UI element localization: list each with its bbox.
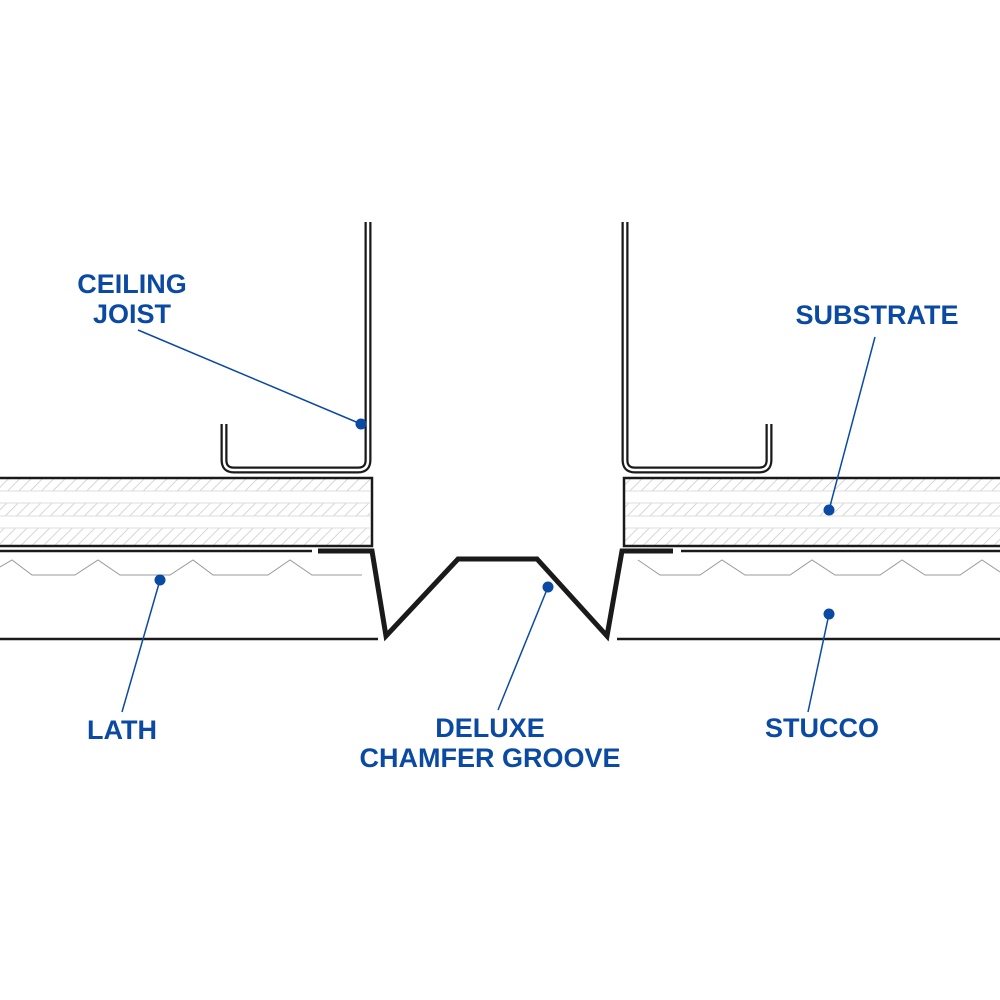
- label-substrate: SUBSTRATE: [795, 300, 959, 330]
- substrate-left: [0, 476, 374, 548]
- label-stucco: STUCCO: [765, 713, 879, 743]
- lath-right: [617, 549, 1000, 641]
- label-line: CEILING: [77, 269, 187, 299]
- substrate-marker: [823, 504, 835, 516]
- label-lath: LATH: [87, 715, 157, 745]
- label-line: JOIST: [92, 299, 172, 329]
- substrate-right: [622, 476, 1000, 548]
- leaders: [121, 329, 876, 713]
- label-line: CHAMFER GROOVE: [359, 743, 621, 773]
- lath-marker: [154, 574, 166, 586]
- label-line: DELUXE: [435, 713, 545, 743]
- label-ceiling-joist: CEILING JOIST: [62, 269, 202, 329]
- ceiling-joist-left: [220, 222, 372, 474]
- label-chamfer-groove: DELUXE CHAMFER GROOVE: [340, 713, 640, 773]
- ceiling-joist-right: [621, 222, 773, 474]
- chamfer-groove-profile: [318, 548, 673, 642]
- joist-marker: [355, 418, 367, 430]
- stucco-marker: [823, 608, 835, 620]
- groove-marker: [542, 581, 554, 593]
- lath-left: [0, 549, 378, 641]
